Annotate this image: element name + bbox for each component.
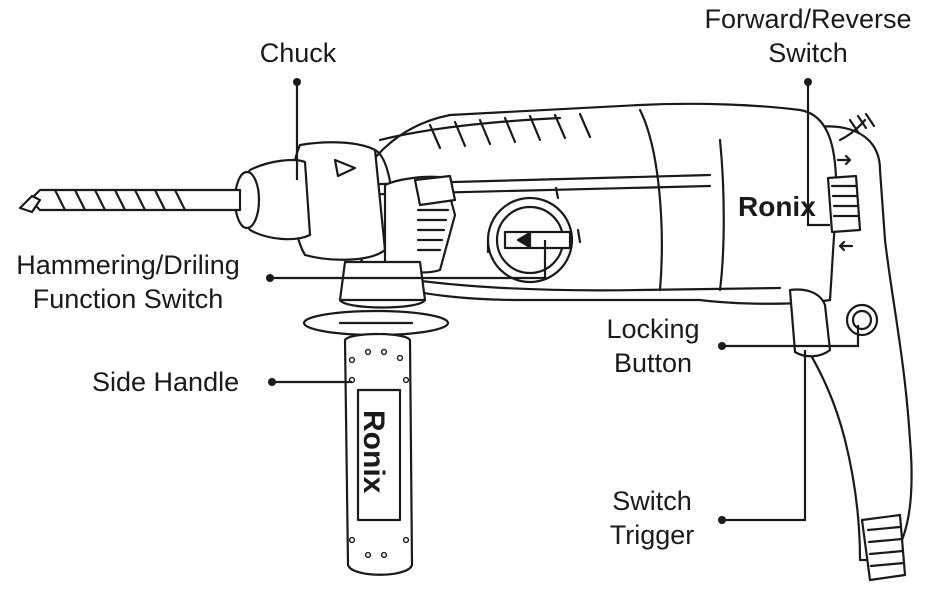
- label-side-handle-text: Side Handle: [92, 367, 240, 397]
- label-forward-reverse-line1: Forward/Reverse: [704, 4, 912, 34]
- label-side-handle: Side Handle: [92, 365, 239, 399]
- handle-logo: Ronix: [357, 410, 390, 494]
- leader-switch-trigger: [722, 350, 807, 522]
- label-switch-trigger: Switch Trigger: [600, 484, 704, 552]
- cord-guard: [860, 513, 907, 582]
- label-locking-line1: Locking: [606, 314, 700, 344]
- leader-forward-reverse: [806, 80, 830, 227]
- locking-button: [845, 303, 879, 337]
- leader-hammering-drilling: [270, 240, 547, 280]
- mode-switch-housing: [383, 174, 457, 274]
- switch-trigger: [788, 288, 832, 358]
- body-logo: Ronix: [738, 191, 816, 222]
- drill-bit: [18, 188, 242, 214]
- label-chuck: Chuck: [248, 36, 348, 70]
- side-handle-grip: [343, 332, 414, 576]
- leader-lines: [270, 80, 860, 522]
- leader-locking-button: [722, 325, 860, 348]
- label-locking-line2: Button: [613, 348, 693, 378]
- label-locking-button: Locking Button: [598, 312, 708, 380]
- label-trigger-line2: Trigger: [609, 520, 695, 550]
- label-hammering-line2: Function Switch: [32, 284, 224, 314]
- label-chuck-text: Chuck: [259, 38, 337, 68]
- label-hammering-drilling-switch: Hammering/Driling Function Switch: [0, 248, 256, 316]
- label-forward-reverse-line2: Switch: [768, 38, 848, 68]
- chuck-nose: [233, 159, 312, 241]
- forward-reverse-switch: [826, 154, 862, 252]
- leader-dots: [266, 78, 812, 524]
- label-hammering-line1: Hammering/Driling: [16, 250, 240, 280]
- label-trigger-line1: Switch: [612, 486, 692, 516]
- function-dial: [486, 186, 582, 284]
- label-forward-reverse-switch: Forward/Reverse Switch: [690, 2, 926, 70]
